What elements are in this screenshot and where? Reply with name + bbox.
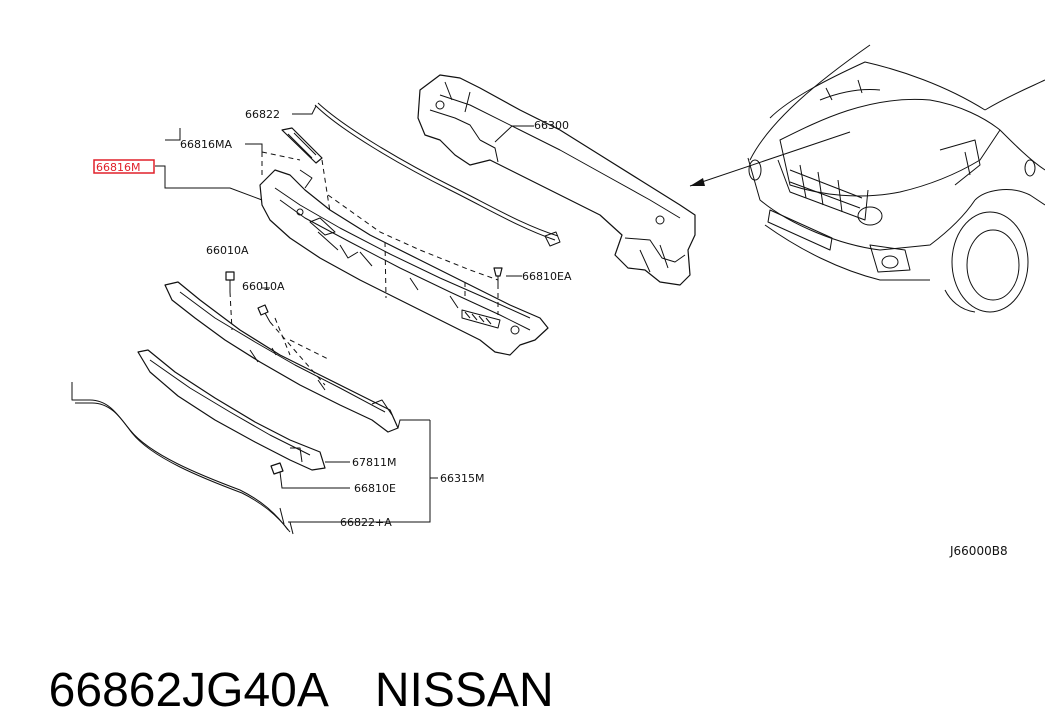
part-number: 66862JG40A: [48, 664, 329, 717]
label-66816M: 66816M: [96, 161, 140, 174]
strip-66816MA: [281, 127, 323, 164]
label-66816MA: 66816MA: [180, 138, 232, 151]
assembly-guide-lines: [229, 151, 499, 386]
label-66822A: 66822+A: [340, 516, 392, 529]
harness-66822A: [71, 382, 294, 535]
label-66822: 66822: [245, 108, 280, 121]
weatherstrip-66822: [314, 102, 561, 247]
vehicle-illustration: [689, 44, 1045, 313]
bolt-66010A-1: [225, 271, 235, 292]
cowl-top-rail-66300: [417, 74, 696, 286]
label-66315M: 66315M: [440, 472, 484, 485]
clip-66810E: [270, 462, 284, 475]
seal-67811M: [137, 349, 326, 471]
lower-cowl-panel-66315M: [164, 281, 399, 433]
label-66010A-1: 66010A: [206, 244, 249, 257]
label-66816M-highlight: [93, 159, 155, 174]
label-67811M: 67811M: [352, 456, 396, 469]
cowl-top-panel-66816M: [259, 169, 549, 356]
label-66010A-2: 66010A: [242, 280, 285, 293]
caption: 66862JG40A NISSAN: [22, 598, 554, 717]
brand-name: NISSAN: [374, 664, 554, 717]
diagram-code: J66000B8: [949, 544, 1008, 558]
label-66810EA: 66810EA: [522, 270, 572, 283]
clip-66810EA: [493, 267, 503, 284]
leader-lines: [155, 105, 534, 523]
bolt-66010A-2: [257, 304, 271, 323]
parts-diagram: 66822 66816MA 66816M 66300 66010A 66010A…: [71, 44, 1045, 558]
label-66810E: 66810E: [354, 482, 396, 495]
label-66300: 66300: [534, 119, 569, 132]
